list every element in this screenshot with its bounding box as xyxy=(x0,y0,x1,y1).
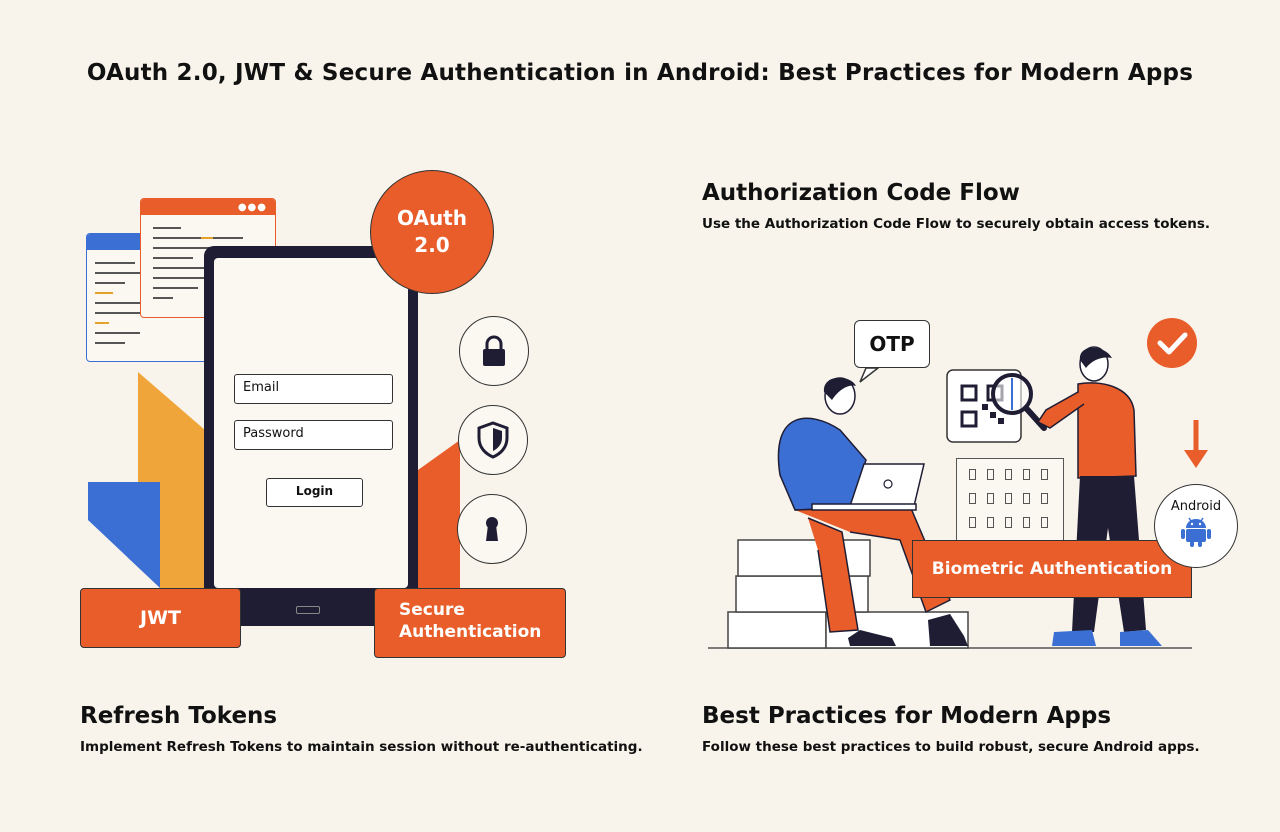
laptop-icon xyxy=(811,463,925,511)
box-top xyxy=(737,539,871,577)
best-practices-description: Follow these best practices to build rob… xyxy=(702,739,1200,755)
lock-badge xyxy=(459,316,529,386)
blue-shape xyxy=(88,482,160,588)
secure-authentication-badge: Secure Authentication xyxy=(374,588,566,658)
android-icon xyxy=(1181,517,1211,547)
keyhole-badge xyxy=(457,494,527,564)
login-button[interactable]: Login xyxy=(266,478,363,507)
shield-icon xyxy=(477,421,509,459)
magnifier-icon xyxy=(991,373,1047,431)
email-field[interactable]: Email xyxy=(234,374,393,404)
decorative-shapes xyxy=(88,372,460,588)
oauth-label-line2: 2.0 xyxy=(414,233,450,257)
otp-bubble: OTP xyxy=(854,320,930,368)
jwt-badge: JWT xyxy=(80,588,241,648)
left-illustration: ●●● Email Password Login OAuth 2.0 xyxy=(0,0,640,680)
seated-person xyxy=(777,377,968,646)
biometric-authentication-badge: Biometric Authentication xyxy=(912,540,1192,598)
building-illustration xyxy=(956,458,1064,542)
secure-label-line2: Authentication xyxy=(399,622,542,642)
android-label: Android xyxy=(1170,499,1222,514)
lock-icon xyxy=(483,335,505,366)
password-field[interactable]: Password xyxy=(234,420,393,450)
phone-home-button xyxy=(296,606,320,614)
box-bottom-left xyxy=(727,611,827,649)
authorization-code-flow-heading: Authorization Code Flow xyxy=(702,180,1020,206)
best-practices-heading: Best Practices for Modern Apps xyxy=(702,703,1112,729)
right-illustration xyxy=(700,300,1260,660)
checkmark-icon xyxy=(1147,318,1197,368)
oauth-badge: OAuth 2.0 xyxy=(370,170,494,294)
android-badge: Android xyxy=(1154,484,1238,568)
window-menu-icon: ●●● xyxy=(237,202,267,213)
oauth-label-line1: OAuth xyxy=(397,206,467,230)
page-title: OAuth 2.0, JWT & Secure Authentication i… xyxy=(86,60,1194,86)
authorization-code-flow-description: Use the Authorization Code Flow to secur… xyxy=(702,216,1211,232)
down-arrow-icon xyxy=(1184,420,1208,468)
shield-badge xyxy=(458,405,528,475)
refresh-tokens-heading: Refresh Tokens xyxy=(80,703,278,729)
orange-shape-right xyxy=(418,440,460,588)
secure-label-line1: Secure xyxy=(399,600,465,620)
keyhole-icon xyxy=(486,517,498,541)
refresh-tokens-description: Implement Refresh Tokens to maintain ses… xyxy=(80,739,643,755)
